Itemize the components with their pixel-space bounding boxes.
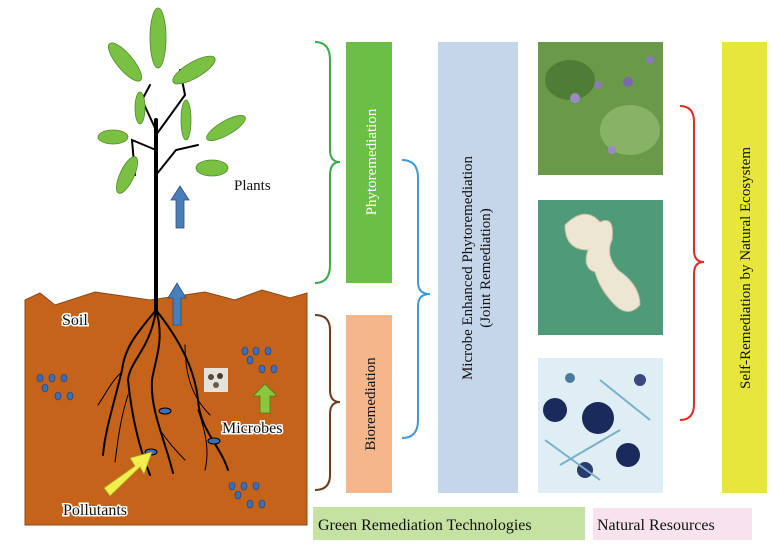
joint-remediation-line1: Microbe Enhanced Phytoremediation xyxy=(460,155,476,380)
brace-brown xyxy=(314,314,341,491)
green-tech-legend-bg xyxy=(313,507,585,540)
arrow-up-icon xyxy=(170,185,190,229)
natural-resources-legend-bg xyxy=(593,508,752,540)
fungus-photo xyxy=(538,200,663,335)
plant-photo xyxy=(538,42,663,175)
leaves xyxy=(97,7,246,194)
microbe-dots xyxy=(36,346,278,509)
root-microbes xyxy=(144,407,221,456)
phytoremediation-label: Phytoremediation xyxy=(364,108,380,215)
soil-label: Soil xyxy=(62,312,88,329)
green-tech-legend: Green Remediation Technologies xyxy=(318,517,532,534)
microbe-photo-thumbnail xyxy=(204,368,228,392)
brace-red xyxy=(679,105,705,421)
arrow-yellow-icon xyxy=(103,451,153,497)
microscope-photo xyxy=(538,358,663,493)
natural-resources-legend: Natural Resources xyxy=(597,517,715,534)
brace-blue xyxy=(401,159,431,439)
plants-label: Plants xyxy=(234,178,271,194)
bioremediation-label: Bioremediation xyxy=(363,357,379,451)
soil-block xyxy=(24,289,308,526)
bioremediation-box xyxy=(346,315,392,493)
microbes-label: Microbes xyxy=(222,420,282,437)
phytoremediation-box xyxy=(346,42,392,283)
plant xyxy=(130,69,199,312)
arrow-up-icon xyxy=(167,282,187,326)
pollutants-label: Pollutants xyxy=(63,502,127,519)
self-remediation-label: Self-Remediation by Natural Ecosystem xyxy=(738,147,754,389)
self-remediation-box xyxy=(722,42,767,493)
roots xyxy=(97,309,229,476)
arrow-up-green-icon xyxy=(252,383,278,414)
joint-remediation-line2: (Joint Remediation) xyxy=(478,208,494,328)
joint-remediation-box xyxy=(438,42,518,493)
brace-green xyxy=(314,41,341,284)
